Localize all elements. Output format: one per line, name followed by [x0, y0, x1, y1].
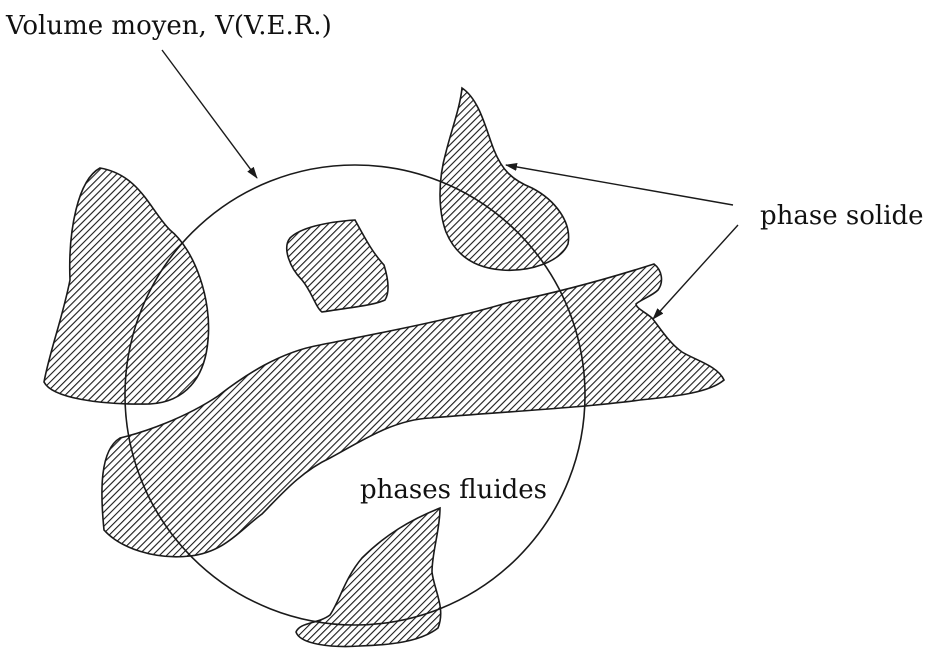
- solid-arrow-lower: [653, 225, 738, 319]
- rev-label: Volume moyen, V(V.E.R.): [5, 11, 332, 41]
- rev-arrow: [162, 50, 257, 178]
- solid-phase-label: phase solide: [760, 201, 924, 231]
- solid-grain-top-right: [440, 88, 569, 270]
- solid-grain-bottom: [296, 508, 441, 646]
- solid-grain-center-small: [287, 220, 388, 312]
- fluid-phases-label: phases fluides: [360, 475, 547, 505]
